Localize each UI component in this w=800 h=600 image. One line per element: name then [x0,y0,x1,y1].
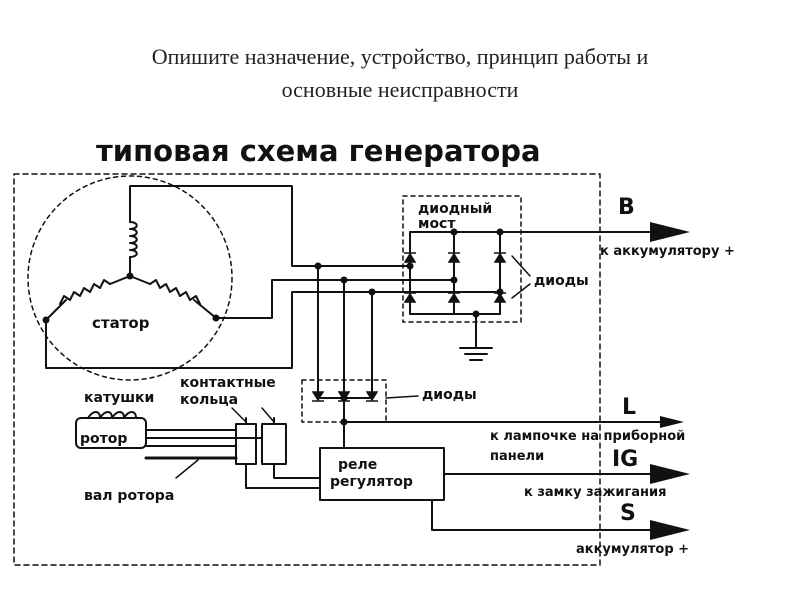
relay-label-1: реле [338,457,377,473]
terminal-b-text: к аккумулятору + [600,244,735,259]
outer-frame [13,173,601,566]
wire-stator-left [45,291,501,369]
slip-rings-label-1: контактные [180,375,276,391]
terminal-s-text: аккумулятор + [576,542,689,557]
arrow-l [660,416,684,428]
diode-bridge-label-1: диодный [418,201,492,217]
terminal-ig-text: к замку зажигания [524,485,667,500]
terminal-l-text-1: к лампочке на приборной [490,429,685,444]
diodes-middle-label: диоды [422,387,477,403]
terminal-b-letter: B [618,195,635,220]
slide-title-line-1: Опишите назначение, устройство, принцип … [151,44,649,69]
terminal-ig-letter: IG [612,447,638,472]
stator-label: статор [92,314,150,332]
slide-title: Опишите назначение, устройство, принцип … [0,40,800,106]
wire-s-output [431,499,651,531]
wire-stator-top [129,185,411,267]
coils-label: катушки [84,390,154,406]
slide-title-line-2: основные неисправности [281,77,519,102]
terminal-l-letter: L [622,395,636,420]
terminal-s-letter: S [620,501,636,526]
diodes-right-label: диоды [534,273,589,289]
stator-circle [27,175,233,381]
arrow-s [650,520,690,540]
arrow-ig [650,464,690,484]
diagram-heading: типовая схема генератора [96,134,541,168]
arrow-b [650,222,690,242]
slip-rings-label-2: кольца [180,392,238,408]
stator-winding-right [129,275,217,319]
stator-winding-top [129,199,138,277]
rotor-label: ротор [80,431,127,447]
stator-winding-left [45,275,131,321]
relay-label-2: регулятор [330,474,413,490]
diode-bridge-box [402,195,522,323]
wire-stator-right [215,279,455,319]
rotor-shaft-label: вал ротора [84,488,174,504]
slip-ring-2 [261,423,287,465]
rotor-body [75,417,147,449]
slip-ring-1 [235,423,257,465]
terminal-l-text-2: панели [490,449,544,464]
diode-bridge-label-2: мост [418,216,456,232]
